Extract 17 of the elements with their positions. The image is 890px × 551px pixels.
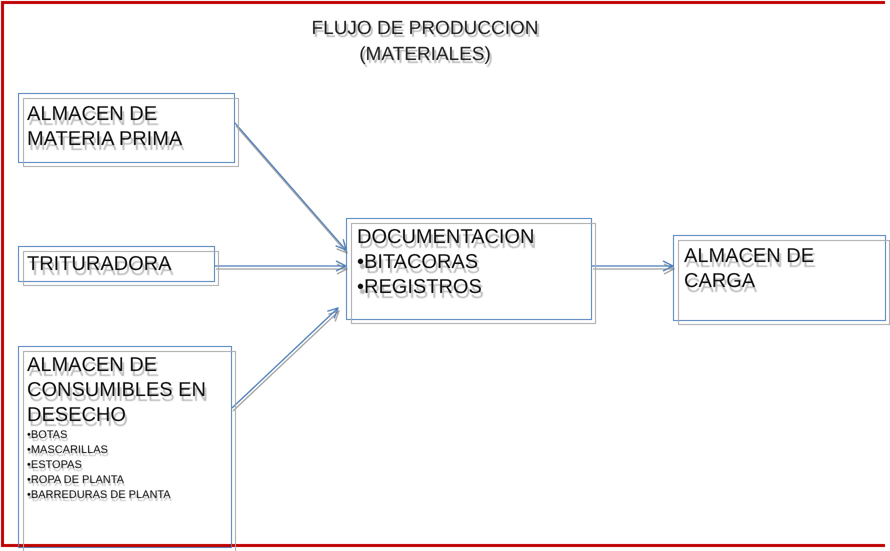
list-item: •ESTOPAS	[27, 458, 83, 473]
box-heading: ALMACEN DE CONSUMIBLES EN DESECHO	[27, 353, 207, 428]
list-item: •BOTAS	[27, 428, 68, 443]
arrow	[234, 122, 347, 251]
list-item: •MASCARILLAS	[27, 443, 109, 458]
list-item: •REGISTROS	[357, 275, 483, 300]
diagram-title: FLUJO DE PRODUCCION (MATERIALES)	[310, 17, 540, 67]
arrow	[592, 260, 674, 272]
box-heading: DOCUMENTACION	[357, 225, 536, 250]
arrow	[232, 307, 339, 408]
list-item: •BITACORAS	[357, 250, 480, 275]
box-heading: ALMACEN DE CARGA	[684, 244, 816, 294]
box-heading: TRITURADORA	[27, 252, 172, 277]
list-item: •ROPA DE PLANTA	[27, 473, 125, 488]
box-heading: ALMACEN DE MATERIA PRIMA	[27, 102, 184, 152]
list-item: •BARREDURAS DE PLANTA	[27, 488, 172, 503]
arrow	[215, 260, 347, 272]
